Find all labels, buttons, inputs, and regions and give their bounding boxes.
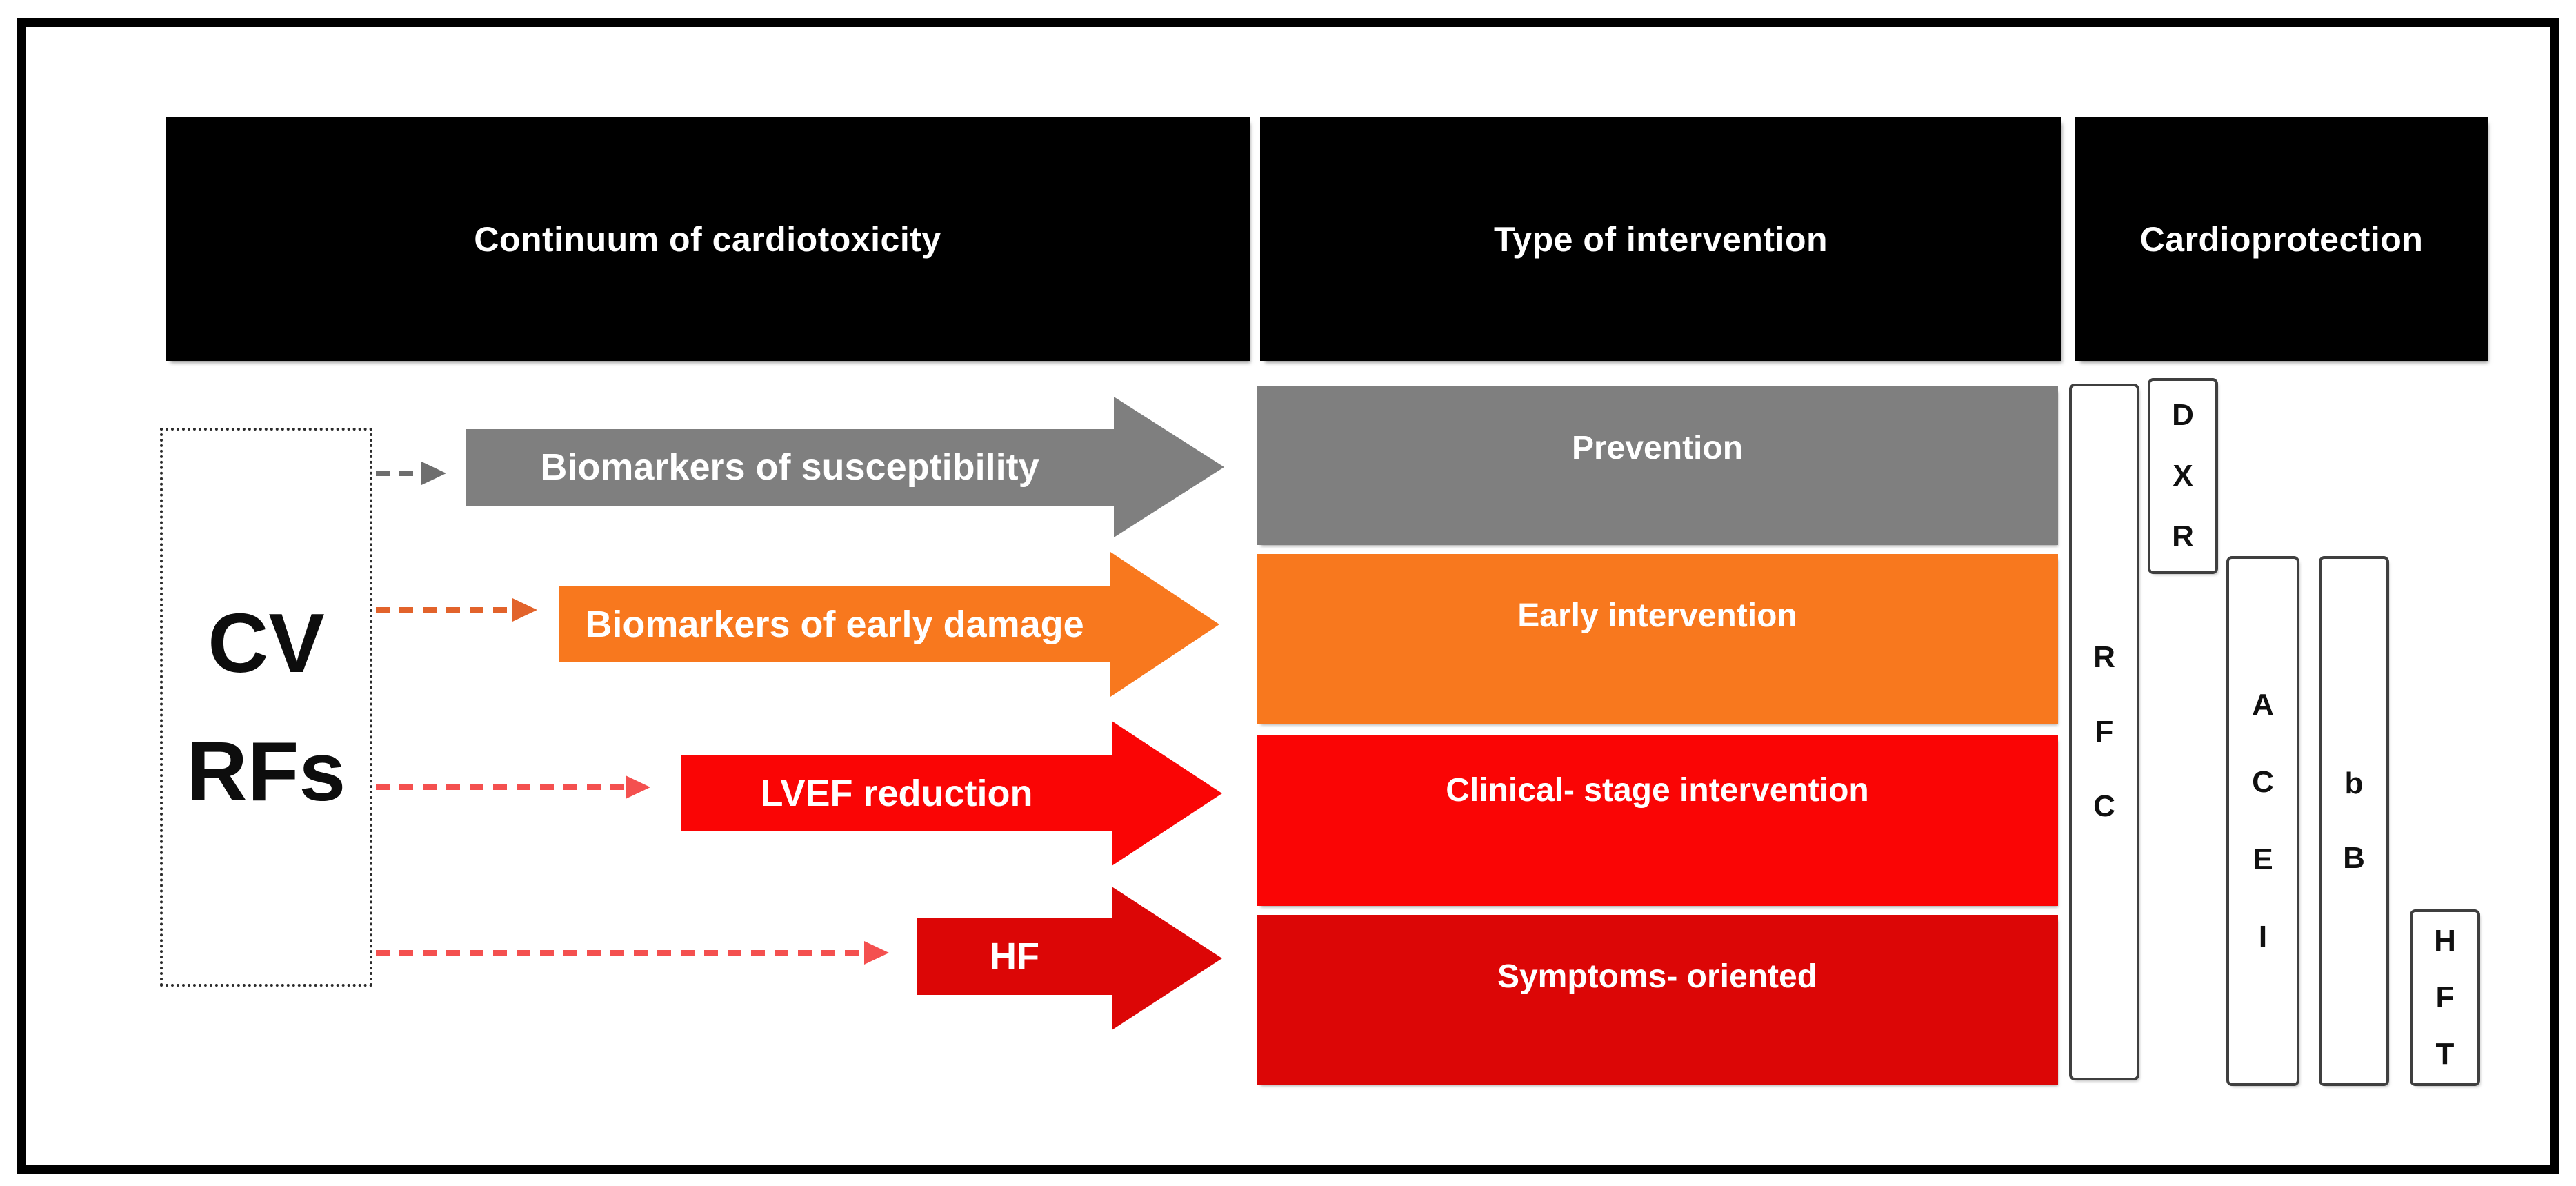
cardioprotection-bar-rfc: R F C	[2069, 384, 2139, 1080]
bar-label: R F C	[2093, 640, 2115, 823]
arrow-body: Biomarkers of early damage	[559, 586, 1110, 662]
stage-arrow-label: Biomarkers of susceptibility	[540, 446, 1039, 488]
stage-arrow-label: Biomarkers of early damage	[585, 604, 1084, 645]
arrow-head-icon	[512, 598, 537, 622]
cardioprotection-bar-bb: b B	[2319, 556, 2389, 1086]
intervention-label: Clinical- stage intervention	[1446, 772, 1869, 809]
header-cardioprotection: Cardioprotection	[2075, 117, 2488, 361]
stage-arrow-label: HF	[990, 936, 1039, 977]
bar-label: A C E I	[2252, 688, 2274, 953]
intervention-box-clinical-stage: Clinical- stage intervention	[1257, 735, 2058, 906]
bar-label: D X R	[2172, 398, 2194, 553]
intervention-label: Prevention	[1571, 430, 1744, 466]
dashed-line	[376, 950, 864, 956]
arrow-body: LVEF reduction	[681, 755, 1112, 831]
header-type-of-intervention: Type of intervention	[1260, 117, 2061, 361]
dashed-line	[376, 784, 626, 790]
arrow-body: HF	[917, 918, 1112, 995]
bar-label: b B	[2343, 767, 2365, 875]
header-intervention-label: Type of intervention	[1493, 219, 1828, 259]
intervention-label: Early intervention	[1517, 597, 1797, 634]
intervention-box-early-intervention: Early intervention	[1257, 554, 2058, 724]
cardioprotection-bar-dxr: D X R	[2148, 378, 2218, 574]
arrow-body: Biomarkers of susceptibility	[466, 429, 1114, 506]
arrow-head-icon	[626, 775, 650, 799]
cardioprotection-bar-hft: H F T	[2410, 909, 2480, 1086]
intervention-box-prevention: Prevention	[1257, 386, 2058, 545]
dashed-line	[376, 607, 512, 613]
arrow-head-icon	[1112, 721, 1222, 866]
arrow-head-icon	[1114, 397, 1224, 537]
bar-label: H F T	[2434, 924, 2456, 1071]
header-cardioprotection-label: Cardioprotection	[2139, 219, 2424, 259]
cardioprotection-bar-acei: A C E I	[2226, 556, 2299, 1086]
arrow-head-icon	[421, 462, 446, 485]
intervention-box-symptoms-oriented: Symptoms- oriented	[1257, 915, 2058, 1085]
arrow-head-icon	[864, 941, 889, 965]
cv-risk-factors-box: CV RFs	[160, 428, 372, 987]
header-continuum-label: Continuum of cardiotoxicity	[474, 219, 941, 259]
dashed-line	[376, 471, 421, 476]
stage-arrow-label: LVEF reduction	[760, 773, 1033, 814]
arrow-head-icon	[1112, 887, 1222, 1030]
cv-risk-factors-label: CV RFs	[186, 596, 346, 818]
arrow-head-icon	[1110, 552, 1219, 697]
intervention-label: Symptoms- oriented	[1497, 958, 1818, 995]
header-continuum-of-cardiotoxicity: Continuum of cardiotoxicity	[166, 117, 1250, 361]
figure-border	[17, 18, 2559, 1174]
